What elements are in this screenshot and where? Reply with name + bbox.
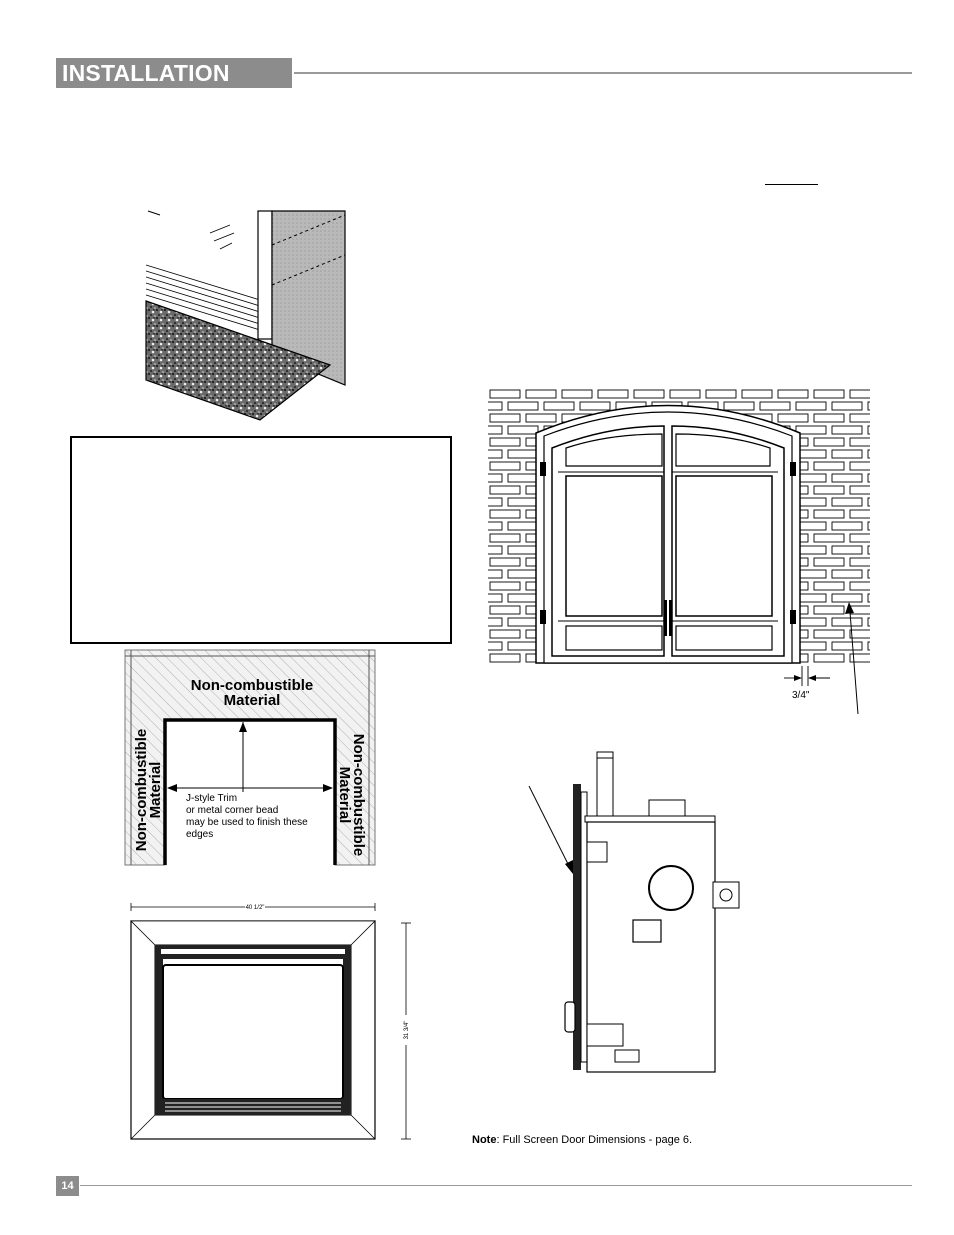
brick-door-diagram: 3/4" bbox=[488, 388, 870, 715]
footer-rule bbox=[80, 1185, 912, 1186]
framing-diagram: Non-combustible Material Non-combustible… bbox=[124, 649, 376, 866]
side-view-diagram bbox=[528, 751, 740, 1073]
label-top-material-line2: Material bbox=[224, 692, 281, 709]
trim-note-line2: or metal corner bead bbox=[186, 805, 278, 816]
section-title: INSTALLATION bbox=[56, 58, 292, 88]
label-left-material-line2: Material bbox=[147, 762, 164, 819]
trim-note-line3: may be used to finish these bbox=[186, 817, 308, 828]
underline-mark bbox=[765, 184, 818, 185]
hearth-illustration bbox=[145, 210, 346, 421]
label-right-material-line2: Material bbox=[336, 767, 353, 824]
page-number: 14 bbox=[56, 1176, 79, 1196]
width-dimension: 40 1/2" bbox=[246, 905, 265, 911]
height-dimension: 31 3/4" bbox=[404, 1021, 410, 1040]
trim-note-line4: edges bbox=[186, 829, 213, 840]
trim-note-line1: J-style Trim bbox=[186, 793, 237, 804]
title-rule bbox=[294, 72, 912, 74]
gap-label: 3/4" bbox=[792, 690, 810, 701]
label-top-material-line1: Non-combustible bbox=[191, 677, 314, 694]
notice-box bbox=[70, 436, 452, 644]
label-left-material-line1: Non-combustible bbox=[133, 729, 150, 852]
front-view-dimensions: 40 1/2" 31 3/4" bbox=[130, 903, 411, 1140]
door-dimensions-note: Note: Full Screen Door Dimensions - page… bbox=[472, 1134, 693, 1146]
label-right-material-line1: Non-combustible bbox=[350, 734, 367, 857]
